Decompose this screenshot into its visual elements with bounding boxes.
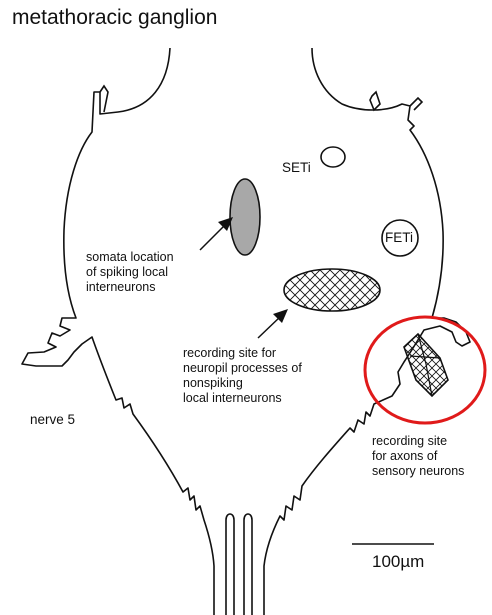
somata-label: somata location of spiking local interne… bbox=[86, 250, 174, 295]
somata-region bbox=[230, 179, 260, 255]
ganglion-outline bbox=[22, 48, 470, 615]
feti-label: FETi bbox=[385, 230, 413, 245]
seti-label: SETi bbox=[282, 160, 311, 175]
somata-arrow bbox=[200, 217, 233, 250]
neuropil-arrow bbox=[258, 309, 288, 338]
sensory-label: recording site for axons of sensory neur… bbox=[372, 434, 464, 479]
sensory-recording-site bbox=[404, 334, 448, 396]
left-nerve-stub bbox=[100, 86, 108, 112]
neuropil-region bbox=[284, 269, 380, 311]
nerve-label: nerve 5 bbox=[30, 412, 75, 427]
scale-bar-label: 100µm bbox=[372, 552, 424, 572]
neuropil-label: recording site for neuropil processes of… bbox=[183, 346, 302, 406]
seti-cell bbox=[321, 147, 345, 167]
